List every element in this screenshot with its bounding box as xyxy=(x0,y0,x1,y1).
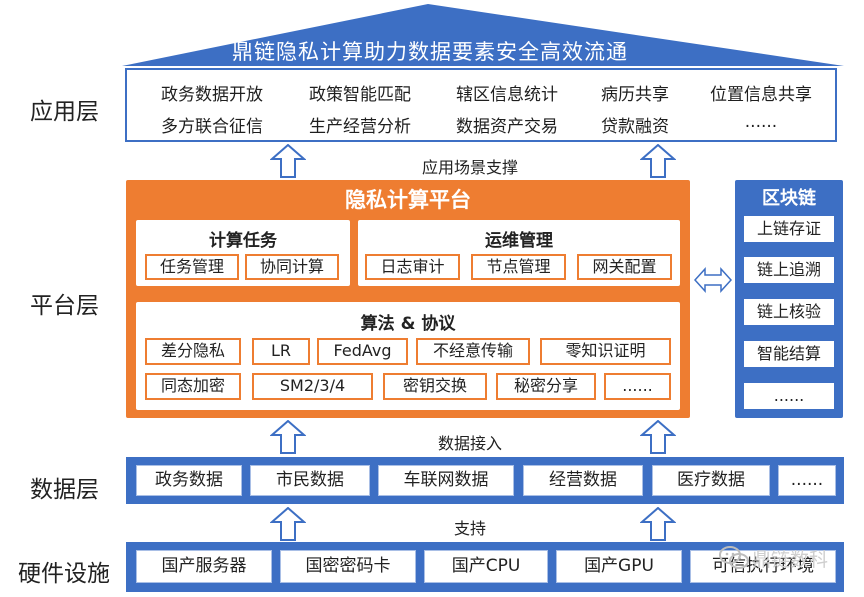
app-item: ...... xyxy=(744,112,778,132)
blockchain-chip: 上链存证 xyxy=(743,215,835,243)
algorithm-title: 算法 & 协议 xyxy=(360,314,456,334)
layer-label-app: 应用层 xyxy=(30,99,99,125)
ops-title: 运维管理 xyxy=(485,231,553,251)
up-arrow-icon xyxy=(270,144,306,178)
roof-banner xyxy=(122,4,844,66)
platform-title: 隐私计算平台 xyxy=(345,188,471,212)
algorithm-chip: 密钥交换 xyxy=(383,373,487,400)
ops-chip: 日志审计 xyxy=(365,254,460,280)
blockchain-chip: ...... xyxy=(743,382,835,410)
algorithm-chip: ...... xyxy=(604,373,671,400)
algorithm-chip: LR xyxy=(252,338,310,365)
algorithm-chip: 同态加密 xyxy=(145,373,241,400)
application-box xyxy=(125,68,837,142)
hardware-chip: 国密密码卡 xyxy=(280,550,416,583)
app-item: 辖区信息统计 xyxy=(456,85,558,105)
up-arrow-icon xyxy=(270,507,306,541)
app-item: 贷款融资 xyxy=(601,117,669,137)
blockchain-chip: 智能结算 xyxy=(743,340,835,368)
data-chip: 医疗数据 xyxy=(652,465,770,496)
data-chip: 市民数据 xyxy=(250,465,370,496)
blockchain-chip: 链上追溯 xyxy=(743,256,835,284)
watermark-text: 鼎链数科 xyxy=(752,549,829,571)
connector-app-support: 应用场景支撑 xyxy=(421,158,518,177)
up-arrow-icon xyxy=(640,420,676,454)
algorithm-chip: FedAvg xyxy=(317,338,408,365)
connector-data-access: 数据接入 xyxy=(437,434,502,453)
layer-label-platform: 平台层 xyxy=(30,293,99,319)
data-chip: 政务数据 xyxy=(136,465,242,496)
compute-chip: 任务管理 xyxy=(145,254,239,280)
blockchain-chip: 链上核验 xyxy=(743,298,835,326)
data-chip: ...... xyxy=(778,465,836,496)
algorithm-chip: 秘密分享 xyxy=(496,373,596,400)
hardware-chip: 可信执行环境 xyxy=(690,550,836,583)
algorithm-chip: 零知识证明 xyxy=(540,338,671,365)
ops-chip: 节点管理 xyxy=(471,254,566,280)
app-item: 数据资产交易 xyxy=(456,117,558,137)
up-arrow-icon xyxy=(270,420,306,454)
algorithm-chip: SM2/3/4 xyxy=(252,373,373,400)
hardware-chip: 国产CPU xyxy=(424,550,548,583)
layer-label-hardware: 硬件设施 xyxy=(18,561,110,587)
wechat-icon xyxy=(719,546,749,569)
double-arrow-icon xyxy=(694,267,732,293)
roof-title: 鼎链隐私计算助力数据要素安全高效流通 xyxy=(232,40,628,64)
app-item: 多方联合征信 xyxy=(161,117,263,137)
app-item: 政务数据开放 xyxy=(161,85,263,105)
compute-task-title: 计算任务 xyxy=(209,231,277,251)
hardware-chip: 国产GPU xyxy=(556,550,682,583)
blockchain-title: 区块链 xyxy=(762,188,816,209)
data-chip: 经营数据 xyxy=(523,465,643,496)
app-item: 生产经营分析 xyxy=(309,117,411,137)
up-arrow-icon xyxy=(640,144,676,178)
layer-label-data: 数据层 xyxy=(30,477,99,503)
algorithm-chip: 不经意传输 xyxy=(416,338,530,365)
up-arrow-icon xyxy=(640,507,676,541)
app-item: 位置信息共享 xyxy=(710,85,812,105)
compute-chip: 协同计算 xyxy=(245,254,339,280)
hardware-chip: 国产服务器 xyxy=(136,550,272,583)
ops-chip: 网关配置 xyxy=(577,254,672,280)
data-chip: 车联网数据 xyxy=(378,465,514,496)
connector-support: 支持 xyxy=(453,519,486,538)
app-item: 政策智能匹配 xyxy=(309,85,411,105)
algorithm-chip: 差分隐私 xyxy=(145,338,241,365)
app-item: 病历共享 xyxy=(601,85,669,105)
